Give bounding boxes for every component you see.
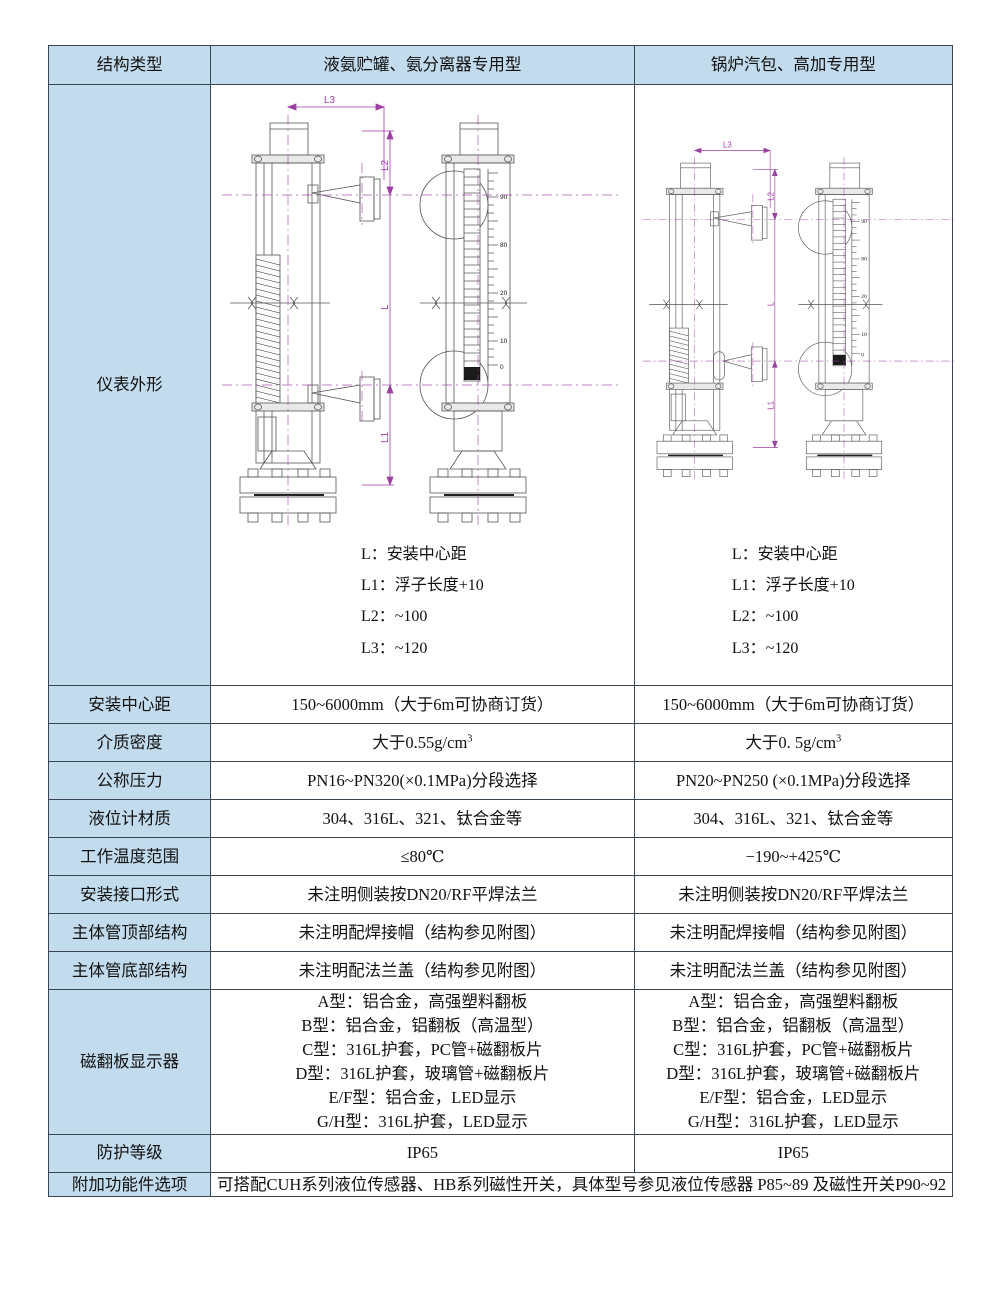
legend-line-L2: L2：~100 [360,608,428,626]
scale-label-90: 90 [500,194,508,201]
table-row-top-structure: 主体管顶部结构 未注明配焊接帽（结构参见附图） 未注明配焊接帽（结构参见附图） [47,913,954,952]
cell-top-structure-mid: 未注明配焊接帽（结构参见附图） [210,913,635,952]
cell-temperature-range-mid: ≤80℃ [210,837,635,876]
svg-text:20: 20 [861,294,867,300]
cell-center-distance-right: 150~6000mm（大于6m可协商订货） [633,685,954,724]
flap-line-d: D型：316L护套，玻璃管+磁翻板片 [295,1063,550,1083]
svg-text:L2: L2 [766,192,775,201]
cell-bottom-structure-mid: 未注明配法兰盖（结构参见附图） [210,951,635,990]
cell-protection-level-right: IP65 [633,1133,954,1173]
legend-line-L3: L3：~120 [731,639,799,657]
row-label-flap-indicator: 磁翻板显示器 [47,989,212,1135]
row-label-optional-accessories: 附加功能件选项 [47,1171,212,1198]
table-row-center-distance: 安装中心距 150~6000mm（大于6m可协商订货） 150~6000mm（大… [47,685,954,724]
header-column-mid: 液氨贮罐、氨分离器专用型 [210,45,635,85]
cell-nominal-pressure-mid: PN16~PN320(×0.1MPa)分段选择 [210,761,635,800]
flap-line-a: A型：铝合金，高强塑料翻板 [688,992,899,1011]
table-row-instrument-shape: 仪表外形 [47,84,957,686]
row-label-protection-level: 防护等级 [47,1133,212,1173]
table-header-row: 结构类型 液氨贮罐、氨分离器专用型 锅炉汽包、高加专用型 [47,45,954,85]
cell-medium-density-mid: 大于0.55g/cm3 [210,723,635,762]
row-label-center-distance: 安装中心距 [47,685,212,724]
row-label-material: 液位计材质 [47,799,212,838]
scale-label-80: 80 [500,242,508,249]
flap-line-ef: E/F型：铝合金，LED显示 [699,1087,888,1107]
legend-line-L1: L1：浮子长度+10 [360,577,484,595]
table-row-protection-level: 防护等级 IP65 IP65 [47,1133,954,1173]
flap-line-a: A型：铝合金，高强塑料翻板 [317,992,528,1011]
row-label-nominal-pressure: 公称压力 [47,761,212,800]
cell-top-structure-right: 未注明配焊接帽（结构参见附图） [633,913,954,952]
table-row-material: 液位计材质 304、316L、321、钛合金等 304、316L、321、钛合金… [47,799,954,838]
dim-label-L2: L2 [380,159,391,171]
level-gauge-drawing-right: 90 80 20 10 0 [642,140,957,479]
legend-line-L: L：安装中心距 [731,546,838,563]
cell-medium-density-right: 大于0. 5g/cm3 [633,723,954,762]
cell-flap-indicator-mid: A型：铝合金，高强塑料翻板 B型：铝合金，铝翻板（高温型） C型：316L护套，… [210,989,635,1135]
cell-nominal-pressure-right: PN20~PN250 (×0.1MPa)分段选择 [633,761,954,800]
cell-connection-type-mid: 未注明侧装按DN20/RF平焊法兰 [210,875,635,914]
flap-line-b: B型：铝合金，铝翻板（高温型） [301,1015,544,1035]
drawing-cell-right: 90 80 20 10 0 [633,84,957,686]
cell-center-distance-mid: 150~6000mm（大于6m可协商订货） [210,685,635,724]
flap-line-c: C型：316L护套，PC管+磁翻板片 [302,1039,543,1059]
cell-optional-accessories-note: 可搭配CUH系列液位传感器、HB系列磁性开关，具体型号参见液位传感器 P85~8… [210,1171,953,1198]
row-label-temperature-range: 工作温度范围 [47,837,212,876]
scale-label-10: 10 [500,338,508,345]
legend-line-L: L：安装中心距 [360,546,467,563]
legend-line-L3: L3：~120 [360,639,428,657]
table-row-medium-density: 介质密度 大于0.55g/cm3 大于0. 5g/cm3 [47,723,954,762]
cell-flap-indicator-right: A型：铝合金，高强塑料翻板 B型：铝合金，铝翻板（高温型） C型：316L护套，… [633,989,954,1135]
table-row-optional-accessories: 附加功能件选项 可搭配CUH系列液位传感器、HB系列磁性开关，具体型号参见液位传… [47,1171,953,1198]
svg-text:0: 0 [861,352,864,358]
table-row-temperature-range: 工作温度范围 ≤80℃ −190~+425℃ [47,837,954,876]
scale-label-0: 0 [500,364,504,371]
legend-line-L1: L1：浮子长度+10 [731,577,855,595]
svg-text:80: 80 [861,257,867,263]
dimension-legend-right: L：安装中心距 L1：浮子长度+10 L2：~100 L3：~120 [732,539,855,664]
svg-text:90: 90 [861,219,867,225]
table-row-nominal-pressure: 公称压力 PN16~PN320(×0.1MPa)分段选择 PN20~PN250 … [47,761,954,800]
scale-label-20: 20 [500,290,508,297]
specification-table: 结构类型 液氨贮罐、氨分离器专用型 锅炉汽包、高加专用型 仪表外形 [47,45,957,1198]
table-row-bottom-structure: 主体管底部结构 未注明配法兰盖（结构参见附图） 未注明配法兰盖（结构参见附图） [47,951,954,990]
flap-line-d: D型：316L护套，玻璃管+磁翻板片 [666,1063,921,1083]
flap-line-c: C型：316L护套，PC管+磁翻板片 [673,1039,914,1059]
row-label-connection-type: 安装接口形式 [47,875,212,914]
spec-table-page: 结构类型 液氨贮罐、氨分离器专用型 锅炉汽包、高加专用型 仪表外形 [47,45,957,1198]
cell-temperature-range-right: −190~+425℃ [633,837,954,876]
level-gauge-drawing-left: 90 80 20 10 0 [222,95,623,525]
flap-line-b: B型：铝合金，铝翻板（高温型） [672,1015,915,1035]
legend-line-L2: L2：~100 [731,608,799,626]
header-structure-type: 结构类型 [47,45,212,85]
row-label-top-structure: 主体管顶部结构 [47,913,212,952]
flap-line-gh: G/H型：316L护套，LED显示 [687,1111,899,1131]
cell-connection-type-right: 未注明侧装按DN20/RF平焊法兰 [633,875,954,914]
cell-bottom-structure-right: 未注明配法兰盖（结构参见附图） [633,951,954,990]
row-label-instrument-shape: 仪表外形 [47,84,212,686]
dim-label-L3: L3 [324,95,336,106]
drawing-cell-mid: 90 80 20 10 0 [210,84,635,686]
svg-text:L1: L1 [766,401,775,410]
cell-material-right: 304、316L、321、钛合金等 [633,799,954,838]
cell-protection-level-mid: IP65 [210,1133,635,1173]
flap-line-gh: G/H型：316L护套，LED显示 [316,1111,528,1131]
flap-line-ef: E/F型：铝合金，LED显示 [328,1087,517,1107]
header-column-right: 锅炉汽包、高加专用型 [633,45,954,85]
row-label-medium-density: 介质密度 [47,723,212,762]
dim-label-L1: L1 [380,431,391,443]
table-row-connection-type: 安装接口形式 未注明侧装按DN20/RF平焊法兰 未注明侧装按DN20/RF平焊… [47,875,954,914]
svg-text:L: L [766,301,775,306]
dimension-legend-mid: L：安装中心距 L1：浮子长度+10 L2：~100 L3：~120 [361,539,484,664]
table-row-flap-indicator: 磁翻板显示器 A型：铝合金，高强塑料翻板 B型：铝合金，铝翻板（高温型） C型：… [47,989,954,1135]
svg-text:L3: L3 [723,140,732,149]
svg-text:10: 10 [861,332,867,338]
cell-material-mid: 304、316L、321、钛合金等 [210,799,635,838]
dim-label-L: L [380,304,391,310]
row-label-bottom-structure: 主体管底部结构 [47,951,212,990]
